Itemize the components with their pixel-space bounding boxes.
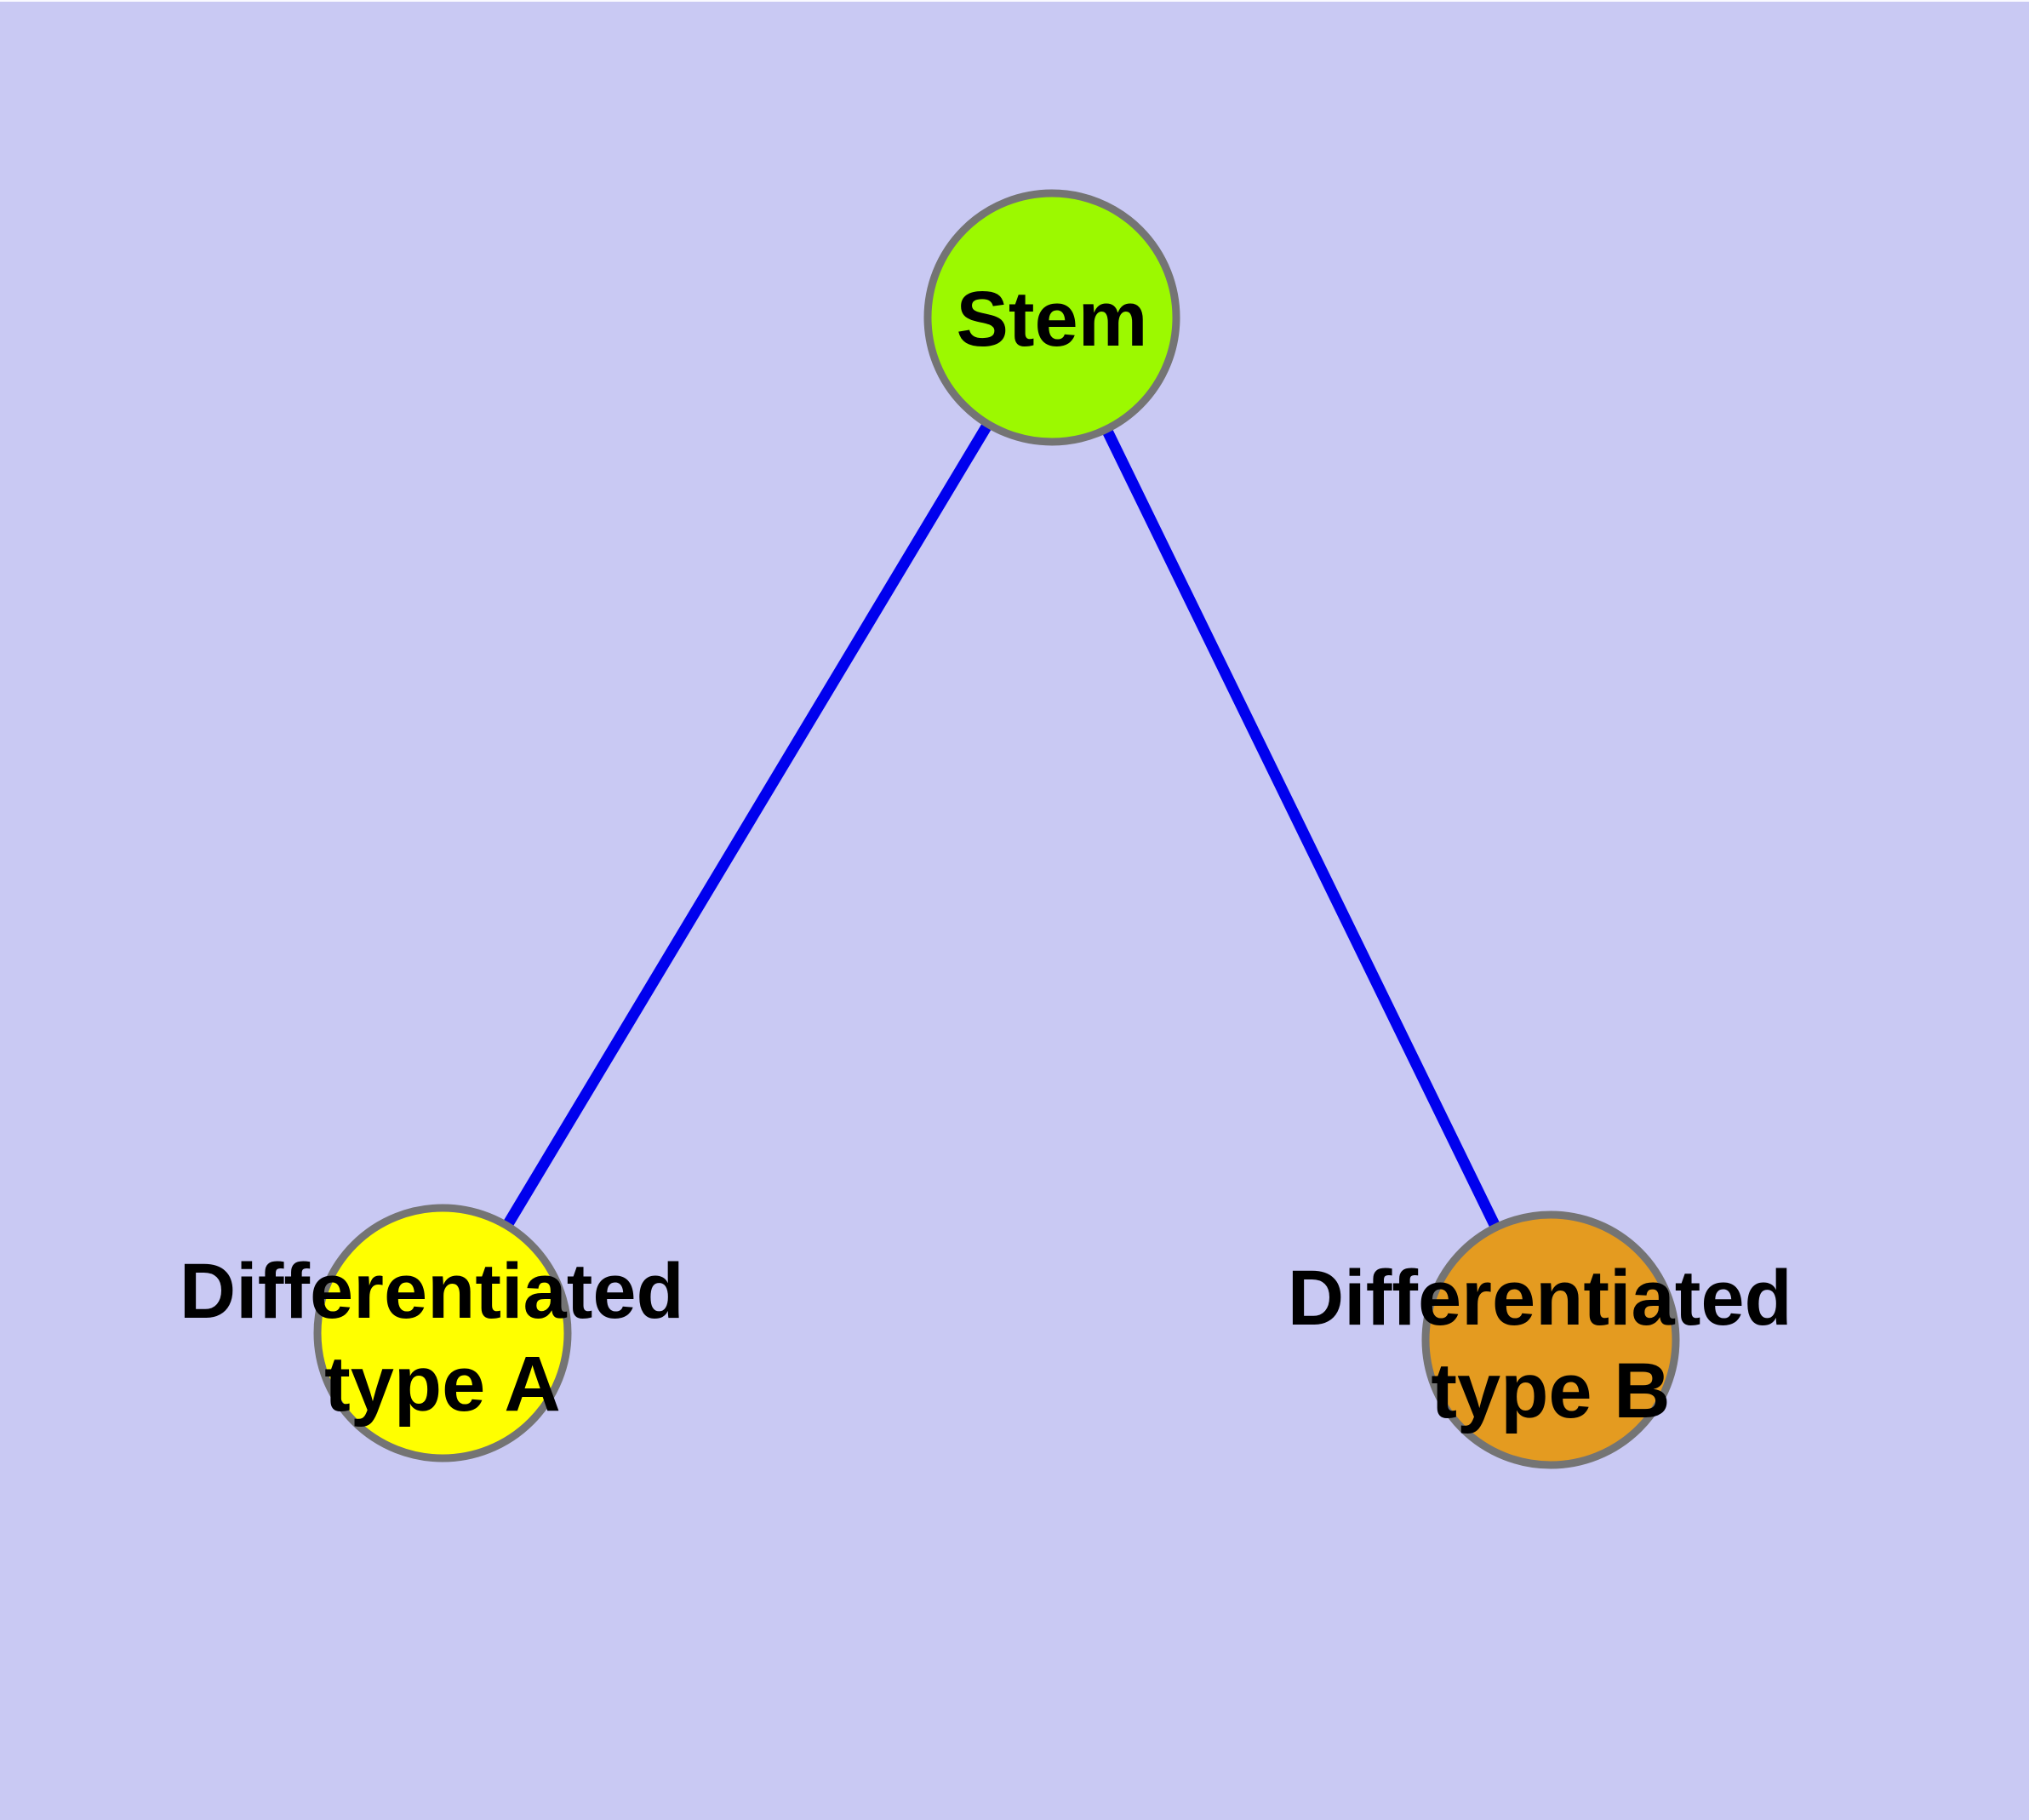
edge-stem-to-type-b <box>1047 315 1556 1342</box>
edge-stem-to-type-a <box>437 314 1057 1336</box>
node-differentiated-type-a: Differentiated type A <box>180 1204 706 1462</box>
node-type-b-label-line-1: Differentiated <box>1288 1255 1792 1342</box>
node-differentiated-type-b: Differentiated type B <box>1288 1210 1815 1469</box>
node-stem: Stem <box>923 189 1180 446</box>
node-type-b-label: Differentiated type B <box>1288 1255 1815 1434</box>
node-type-a-circle <box>313 1204 572 1462</box>
node-stem-label: Stem <box>957 276 1148 363</box>
node-type-a-label-line-2: type A <box>324 1341 561 1428</box>
node-type-a-label-line-1: Differentiated <box>180 1248 684 1335</box>
node-type-b-label-line-2: type B <box>1431 1348 1670 1434</box>
node-stem-circle <box>923 189 1180 446</box>
node-type-b-circle <box>1421 1210 1680 1469</box>
canvas-top-edge <box>0 0 2029 2</box>
edge-layer <box>437 314 1556 1342</box>
node-type-a-label: Differentiated type A <box>180 1248 706 1428</box>
